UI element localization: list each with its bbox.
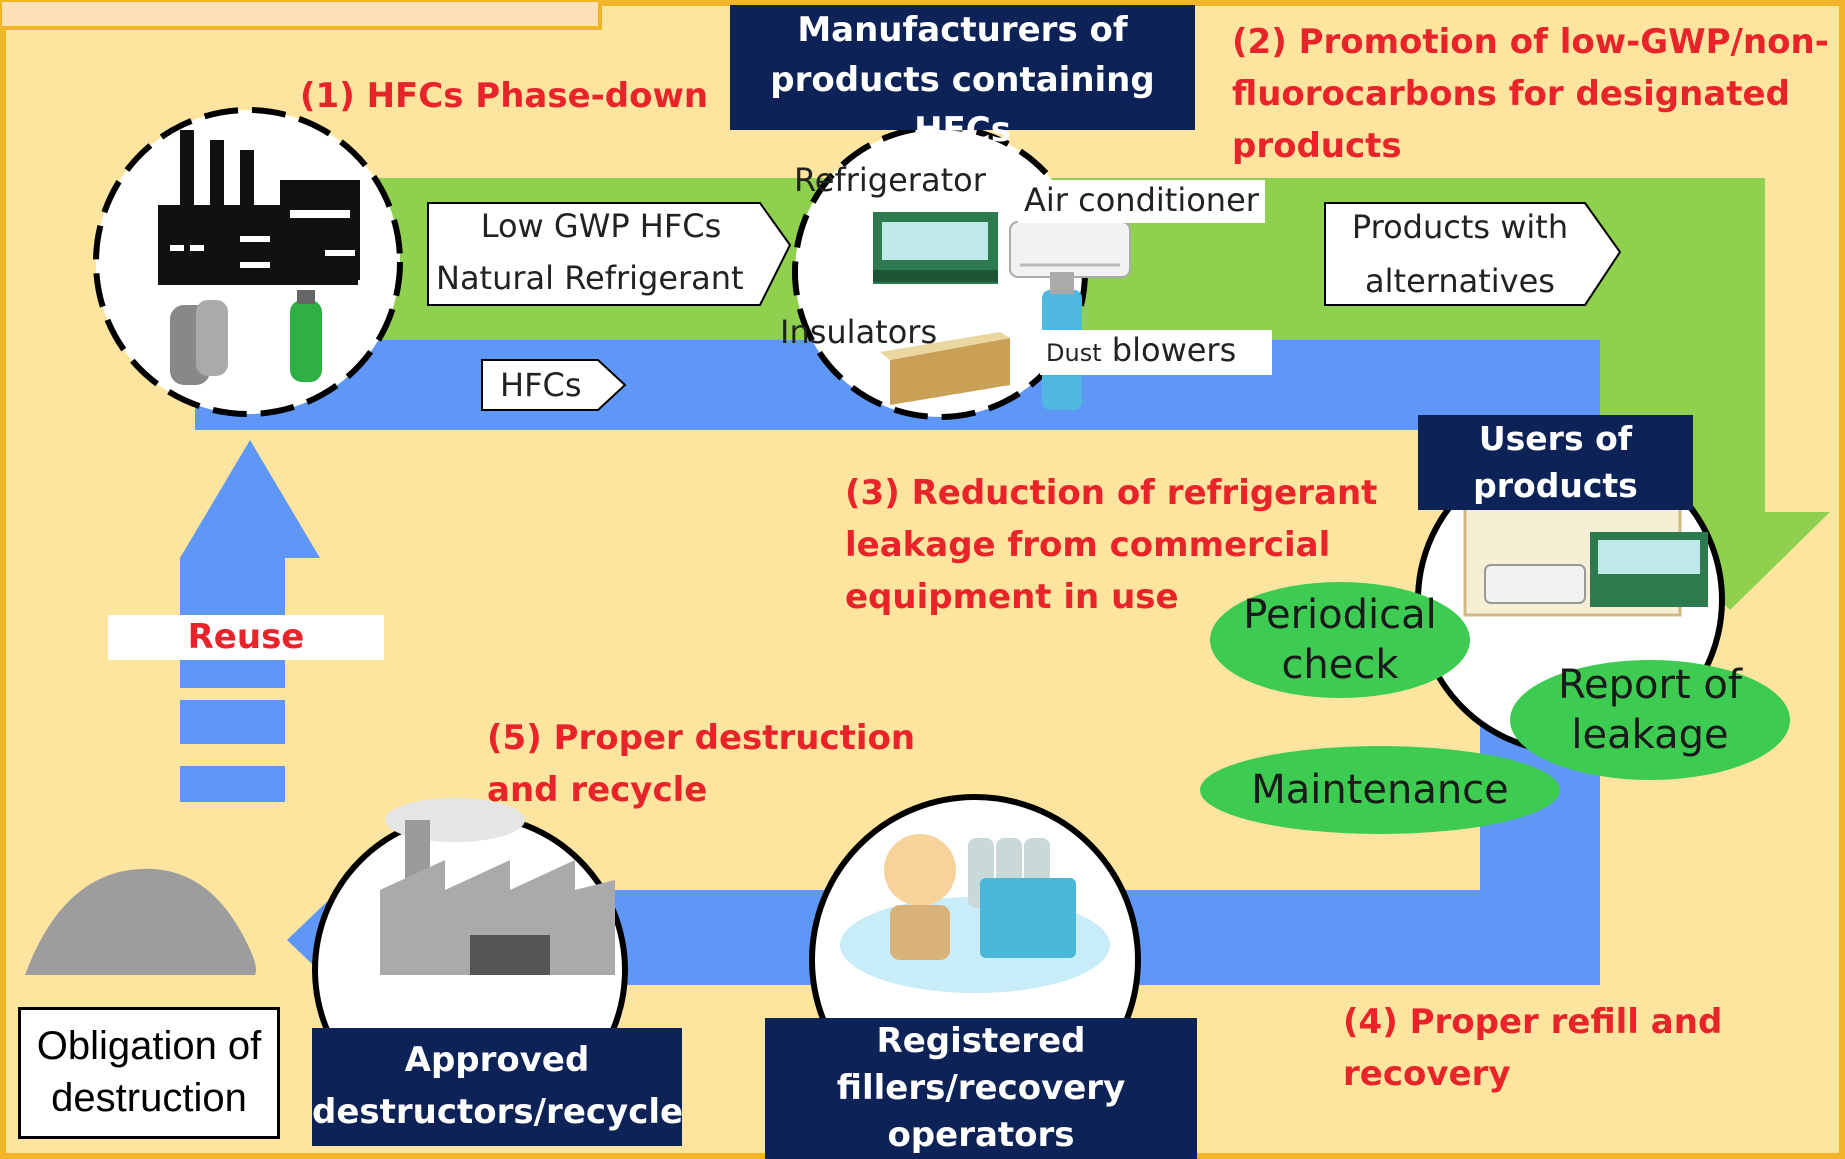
step5-heading-line1: (5) Proper destruction (487, 718, 916, 758)
low-gwp-line1: Low GWP HFCs (480, 207, 722, 245)
scope-tab (0, 0, 602, 30)
dust-blowers-label: Dust blowers (1040, 330, 1272, 375)
refrigerator-icon (873, 212, 998, 284)
reuse-arrow-seg (180, 700, 285, 744)
gas-cylinder-icons (170, 290, 322, 385)
air-conditioner-icon (1009, 221, 1131, 278)
obligation-line2: destruction (51, 1076, 247, 1120)
fillers-line1: Registered (876, 1021, 1086, 1061)
step1-heading: (1) HFCs Phase-down (300, 76, 709, 116)
step4-heading-line2: recovery (1343, 1054, 1511, 1094)
periodical-line1: Periodical (1243, 592, 1437, 638)
blowers-label: blowers (1111, 331, 1237, 369)
users-line1: Users of (1478, 419, 1633, 458)
reuse-arrow-seg (180, 766, 285, 802)
periodical-line2: check (1281, 642, 1399, 688)
reuse-arrow-seg (180, 558, 285, 580)
air-conditioner-label: Air conditioner (1018, 180, 1265, 223)
users-equipment-icon (1463, 503, 1708, 617)
reuse-arrow-head (180, 440, 320, 558)
destructors-box: Approved destructors/recycle (312, 1028, 684, 1146)
insulators-label: Insulators (780, 313, 938, 351)
recycle-factory-icon (380, 798, 615, 975)
maintenance-ellipse (1200, 746, 1560, 834)
rubble-pile-icon (25, 868, 256, 975)
low-gwp-line2: Natural Refrigerant (436, 259, 744, 297)
fillers-box: Registered fillers/recovery operators (765, 1018, 1197, 1159)
reuse-label: Reuse (108, 615, 384, 660)
manufacturers-line1: Manufacturers of (797, 10, 1128, 50)
refrigerator-label: Refrigerator (794, 161, 986, 199)
low-gwp-arrow (427, 202, 792, 306)
step2-heading-line3: products (1232, 126, 1402, 166)
hfcs-label: HFCs (500, 366, 582, 404)
obligation-line1: Obligation of (36, 1024, 262, 1068)
destructors-line1: Approved (404, 1040, 590, 1080)
report-line2: leakage (1571, 712, 1729, 758)
recovery-operator-icon (840, 834, 1110, 993)
users-box: Users of products (1418, 415, 1693, 510)
maintenance-label: Maintenance (1251, 767, 1509, 813)
step3-heading-line2: leakage from commercial (845, 525, 1331, 565)
alternatives-line2: alternatives (1365, 262, 1555, 300)
report-line1: Report of (1558, 662, 1742, 708)
obligation-box: Obligation of destruction (18, 1007, 280, 1139)
step4-heading-line1: (4) Proper refill and (1343, 1002, 1723, 1042)
report-leakage-label: Report of leakage (1510, 660, 1790, 760)
report-leakage-ellipse (1510, 660, 1790, 780)
periodical-check-ellipse (1210, 582, 1470, 698)
hfcs-arrow (481, 359, 627, 411)
alternatives-arrow (1324, 202, 1622, 306)
step3-heading-line3: equipment in use (845, 577, 1179, 617)
manufacturers-box: Manufacturers of products containing HFC… (730, 5, 1195, 150)
destructors-line2: destructors/recycle (312, 1092, 684, 1132)
fillers-line2: fillers/recovery (836, 1068, 1126, 1108)
step5-heading-line2: and recycle (487, 770, 708, 810)
manufacturers-line2: products containing HFCs (770, 60, 1155, 150)
step2-heading-line2: fluorocarbons for designated (1232, 74, 1790, 114)
users-line2: products (1473, 466, 1638, 505)
insulator-icon (880, 332, 1010, 405)
step3-heading-line1: (3) Reduction of refrigerant (845, 473, 1378, 513)
step2-heading-line1: (2) Promotion of low-GWP/non- (1232, 22, 1829, 62)
alternatives-line1: Products with (1351, 208, 1569, 246)
factory-icon (158, 130, 360, 285)
fillers-line3: operators (887, 1115, 1075, 1155)
dust-label: Dust (1046, 339, 1102, 367)
periodical-check-label: Periodical check (1210, 590, 1470, 690)
